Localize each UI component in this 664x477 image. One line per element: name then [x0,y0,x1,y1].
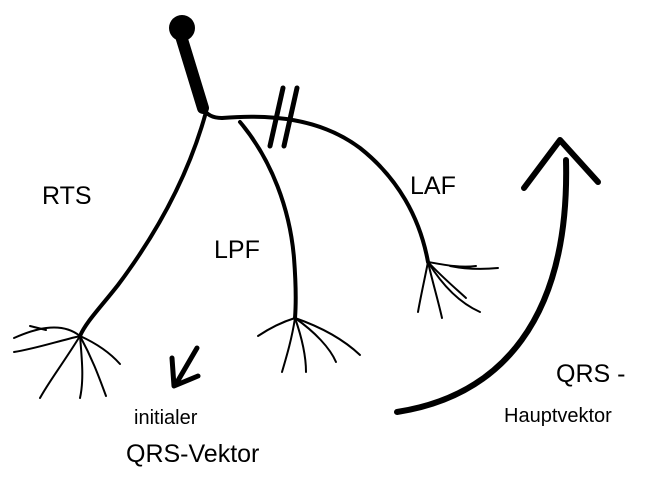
main-vector-label-line2: Hauptvektor [504,406,612,426]
main-arrow-head [524,140,598,188]
lpf-label: LPF [214,238,260,263]
right-bundle-branch [14,112,206,398]
main-vector-label-line1: QRS - [556,362,625,387]
right-bundle-main [80,112,206,336]
his-trunk [181,36,203,108]
lpf-twig [295,318,360,355]
his-bundle [169,15,222,118]
lpf-twig [282,318,295,372]
rts-label: RTS [42,184,92,209]
laf-label: LAF [410,174,456,199]
lpf-twig [258,318,295,336]
initial-vector-label-line1: initialer [134,408,197,428]
arrow-down-left-icon [172,348,198,386]
right-bundle-twig [80,336,82,398]
right-bundle-twig [14,327,80,338]
laf-twig [418,262,428,312]
left-anterior-fascicle [222,117,498,318]
lpf-main [240,122,296,318]
right-bundle-twig [80,336,106,396]
initial-vector-label-line2: QRS-Vektor [126,442,259,467]
right-bundle-twig [14,336,80,352]
